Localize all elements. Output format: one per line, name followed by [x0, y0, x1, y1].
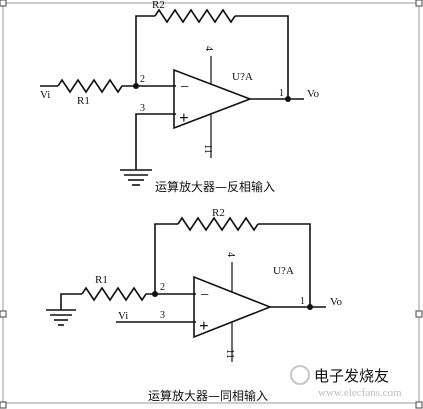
part-label: U?A: [273, 265, 294, 277]
feedback-wire-left: [135, 15, 155, 86]
input-label: Vi: [118, 310, 128, 322]
noninverting-input-wire: [135, 113, 176, 170]
resize-handle-right[interactable]: [415, 310, 423, 318]
pin-11-label: 11: [224, 349, 235, 359]
minus-sign: −: [200, 287, 209, 304]
pin-2-label: 2: [160, 282, 165, 293]
pin-1-label: 1: [300, 296, 305, 307]
watermark-url: www.elecfans.com: [318, 387, 402, 399]
pin-4-label: 4: [225, 252, 236, 257]
output-node: [285, 96, 291, 102]
watermark: 电子发烧友 www.elecfans.com: [290, 365, 402, 399]
pin-2-label: 2: [140, 74, 145, 85]
resize-handle-left[interactable]: [0, 310, 7, 318]
output-node: [307, 304, 313, 310]
r2-label: R2: [212, 207, 225, 219]
opamp-triangle: [173, 68, 253, 130]
bottom-caption: 运算放大器—同相输入: [148, 388, 268, 403]
pin-4-label: 4: [203, 46, 214, 51]
r1-label: R1: [95, 274, 108, 286]
resize-handle-top-left[interactable]: [0, 0, 7, 7]
ground-symbol: [120, 169, 152, 186]
plus-sign: +: [179, 108, 189, 127]
resize-handle-bottom-left[interactable]: [0, 401, 7, 409]
feedback-wire-left: [154, 223, 178, 294]
resistor-r2: [154, 8, 236, 24]
pin-3-label: 3: [160, 310, 165, 321]
resistor-r1: [57, 78, 123, 94]
feedback-wire-right: [258, 223, 311, 307]
minus-sign: −: [180, 79, 189, 96]
watermark-logo-icon: [290, 365, 310, 385]
ground-wire: [60, 293, 82, 310]
resize-handle-top-right[interactable]: [415, 0, 423, 7]
r2-label: R2: [152, 0, 165, 11]
watermark-text: 电子发烧友: [314, 368, 389, 385]
ground-symbol: [46, 309, 76, 326]
plus-sign: +: [199, 316, 209, 335]
r1-label: R1: [77, 95, 90, 107]
pin-1-label: 1: [279, 88, 284, 99]
top-caption: 运算放大器—反相输入: [155, 179, 275, 194]
resistor-r1: [81, 286, 147, 302]
resistor-r2: [177, 216, 259, 232]
resize-handle-bottom-right[interactable]: [415, 401, 423, 409]
input-label: Vi: [40, 89, 50, 101]
feedback-wire-right: [235, 15, 289, 100]
inverting-amplifier-circuit: R2 R1 Vi Vo U?A 2 3 1 4 11 − + 运算放大器—反相输…: [40, 0, 320, 194]
pin-3-label: 3: [140, 103, 145, 114]
noninverting-amplifier-circuit: R2 R1 Vi Vo U?A 2 3 1 4 11 − + 运算放大器—同相输…: [46, 207, 343, 403]
part-label: U?A: [232, 71, 253, 83]
selection-frame: [2, 2, 420, 404]
output-label: Vo: [307, 88, 320, 100]
output-label: Vo: [330, 296, 343, 308]
pin-11-label: 11: [202, 144, 213, 154]
